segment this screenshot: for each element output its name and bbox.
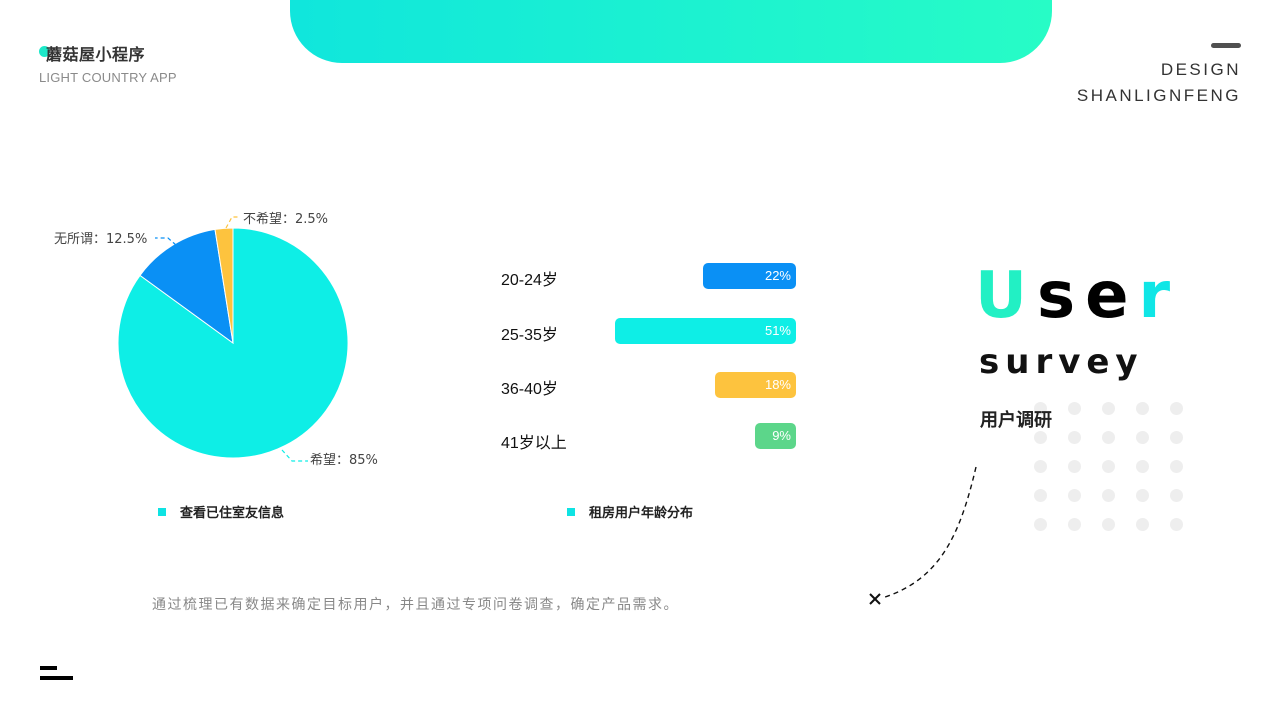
brand-subtitle: LIGHT COUNTRY APP: [39, 70, 177, 85]
designer-name: SHANLIGNFENG: [1076, 86, 1241, 105]
bar-label-41-plus: 41岁以上: [501, 435, 567, 452]
description-text: 通过梳理已有数据来确定目标用户，并且通过专项问卷调查，确定产品需求。: [152, 597, 679, 613]
bar-legend-label: 租房用户年龄分布: [589, 506, 694, 521]
pie-label-neutral: 无所谓：12.5%: [54, 232, 148, 247]
design-label: DESIGN: [1160, 60, 1241, 79]
brand-dot-icon: [39, 46, 50, 57]
brand-title: 蘑菇屋小程序: [46, 45, 146, 64]
bar-25-35: 51%: [615, 318, 796, 344]
user-title: User: [975, 258, 1180, 334]
bottom-menu-bar-short: [40, 666, 57, 670]
bar-legend-swatch: [567, 508, 575, 516]
dashed-curve-decoration: [869, 466, 977, 605]
pie-legend-swatch: [158, 508, 166, 516]
pie-slice-neutral: [139, 228, 234, 345]
user-title-u: U: [975, 259, 1037, 333]
user-title-se: se: [1036, 259, 1139, 333]
pie-chart: [117, 216, 349, 462]
top-banner-decoration: [290, 0, 1052, 63]
bar-41-plus: 9%: [755, 423, 796, 449]
survey-title: survey: [979, 342, 1144, 382]
pie-label-hope: 希望：85%: [310, 453, 378, 468]
bar-label-36-40: 36-40岁: [501, 381, 558, 398]
user-title-r: r: [1138, 259, 1181, 333]
survey-subtitle-cn: 用户调研: [980, 410, 1052, 431]
bar-label-20-24: 20-24岁: [501, 272, 558, 289]
pie-label-no-hope: 不希望：2.5%: [243, 212, 329, 227]
leader-line-no-hope: [225, 216, 240, 229]
bar-36-40: 18%: [715, 372, 796, 398]
bar-label-25-35: 25-35岁: [501, 327, 558, 344]
bottom-menu-bar-long: [40, 676, 73, 680]
leader-line-hope: [281, 449, 308, 462]
pie-slice-no-hope: [214, 227, 234, 344]
bar-20-24: 22%: [703, 263, 796, 289]
leader-line-neutral: [155, 237, 177, 246]
close-x-icon: [869, 593, 881, 605]
menu-bar-icon[interactable]: [1211, 43, 1241, 48]
pie-legend-label: 查看已住室友信息: [180, 506, 285, 521]
